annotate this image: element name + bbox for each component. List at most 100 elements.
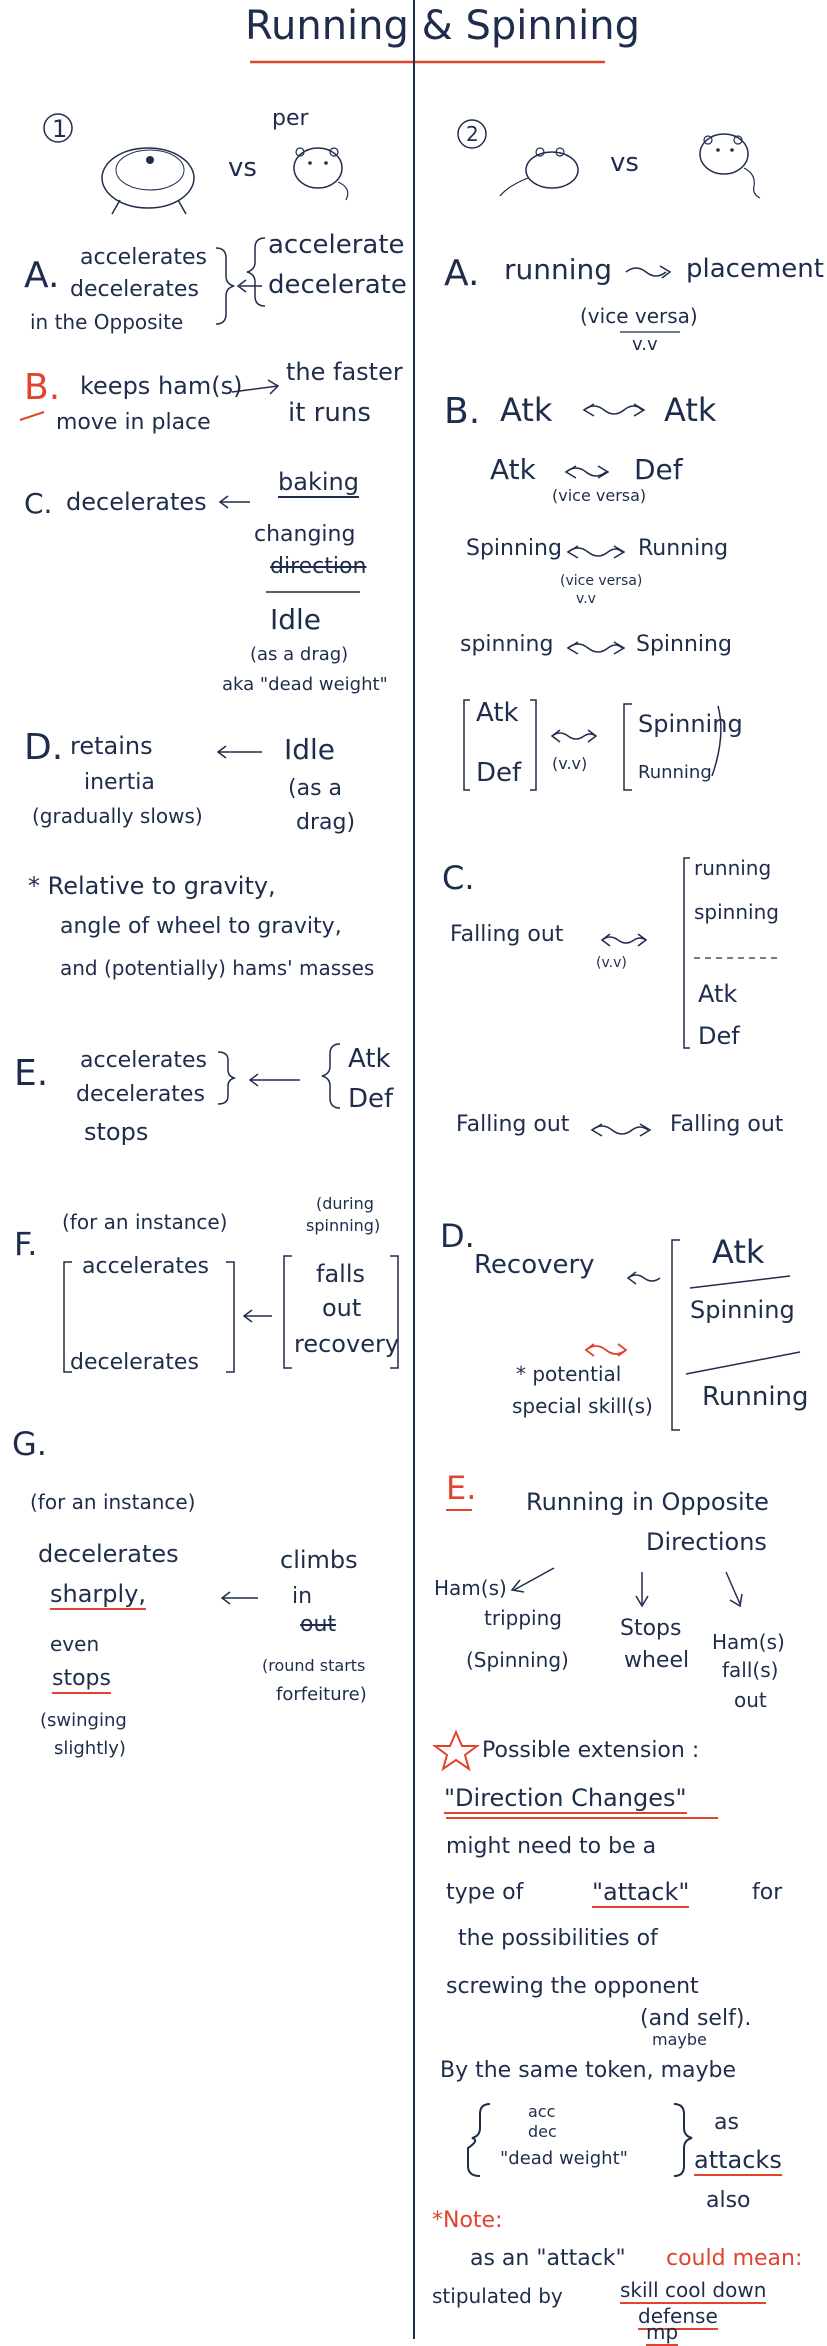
right-d-bracket xyxy=(584,1239,801,1431)
note-item-mp: mp xyxy=(646,2320,679,2346)
note-l1a: as an "attack" xyxy=(470,2246,626,2271)
right-d-letter: D. xyxy=(440,1217,475,1255)
left-f-r2: out xyxy=(322,1294,362,1322)
left-a-r2: decelerate xyxy=(268,270,407,300)
right-d-l1: Recovery xyxy=(474,1250,595,1280)
left-f-spinning: spinning) xyxy=(306,1216,381,1235)
right-section-number: 2 xyxy=(466,122,479,146)
ext-b3: "dead weight" xyxy=(500,2148,628,2169)
left-f-during: (during xyxy=(316,1194,374,1213)
right-b-r4b: Spinning xyxy=(636,632,732,657)
ext-star-and-braces xyxy=(432,1729,718,2177)
left-d-letter: D. xyxy=(24,727,64,768)
ext-l6: screwing the opponent xyxy=(446,1974,699,1999)
right-b-r5c: Spinning xyxy=(638,710,743,738)
left-g-l5: (swinging xyxy=(40,1710,127,1731)
right-b-vv3: v.v xyxy=(576,591,596,607)
note-item-cooldown: skill cool down xyxy=(620,2278,767,2304)
per-label: per xyxy=(272,106,309,131)
left-g-l6: slightly) xyxy=(54,1738,126,1759)
left-b-l1: keeps ham(s) xyxy=(80,372,243,400)
right-e-c3c: out xyxy=(734,1688,767,1712)
left-b-arrow xyxy=(19,379,280,421)
right-a-r1: placement xyxy=(686,254,824,284)
left-g-l4: stops xyxy=(52,1668,111,1694)
ext-maybe: maybe xyxy=(652,2030,707,2049)
left-f-letter: F. xyxy=(14,1225,38,1263)
right-b-r3b: Running xyxy=(638,536,729,561)
right-e-c1a: Ham(s) xyxy=(434,1576,507,1600)
left-f-l2: decelerates xyxy=(70,1350,199,1375)
right-b-vv4: (v.v) xyxy=(552,754,588,773)
left-d-r2: (as a xyxy=(288,776,343,801)
left-d-r3: drag) xyxy=(296,810,356,835)
left-note-l1: * Relative to gravity, xyxy=(28,872,276,900)
left-d-l1: retains xyxy=(70,732,153,760)
left-e-braces xyxy=(217,1043,341,1109)
ext-b1: acc xyxy=(528,2102,556,2121)
left-g-r3: out xyxy=(300,1612,337,1637)
ext-l5: the possibilities of xyxy=(458,1926,658,1951)
right-a-l1: running xyxy=(504,253,613,286)
ext-b2: dec xyxy=(528,2122,557,2141)
left-d-l3: (gradually slows) xyxy=(32,804,203,828)
right-b-r1b: Atk xyxy=(664,391,717,429)
left-c-item-drag: (as a drag) xyxy=(250,644,349,665)
left-c-l1: decelerates xyxy=(66,488,207,516)
right-c-vv: (v.v) xyxy=(596,955,627,971)
left-a-l2: decelerates xyxy=(70,277,199,302)
left-d-arrow xyxy=(216,745,262,759)
left-e-r1: Atk xyxy=(348,1044,391,1074)
right-c-b1: running xyxy=(694,856,772,880)
left-g-paren: (for an instance) xyxy=(30,1490,196,1514)
right-b-r5b: Def xyxy=(476,758,522,788)
left-a-braces xyxy=(215,237,266,325)
right-c-letter: C. xyxy=(442,859,475,897)
left-c-item-direction: direction xyxy=(270,554,367,579)
right-a-letter: A. xyxy=(444,253,480,294)
left-e-letter: E. xyxy=(14,1053,49,1094)
left-d-l2: inertia xyxy=(84,770,155,795)
left-g-r2: in xyxy=(292,1584,313,1609)
right-e-t1: Running in Opposite xyxy=(526,1488,769,1516)
right-d-l2: * potential xyxy=(516,1362,622,1386)
left-section-number: 1 xyxy=(52,115,68,143)
ext-l1: Possible extension : xyxy=(482,1738,700,1763)
ext-l4c: for xyxy=(752,1880,783,1905)
right-b-vv2: (vice versa) xyxy=(560,573,643,589)
left-b-r2: it runs xyxy=(288,398,371,428)
right-d-b3: Running xyxy=(702,1382,809,1412)
right-c-bracket xyxy=(600,857,780,1049)
note-l1b: could mean: xyxy=(666,2246,803,2271)
left-a-l1: accelerates xyxy=(80,245,208,270)
right-b-r1a: Atk xyxy=(500,391,553,429)
ext-l4b: "attack" xyxy=(592,1878,690,1908)
right-c-b2: spinning xyxy=(694,900,779,924)
right-b-arrows xyxy=(463,403,722,791)
left-f-r1: falls xyxy=(316,1260,365,1288)
right-e-c2b: wheel xyxy=(624,1648,690,1673)
right-d-b1: Atk xyxy=(712,1233,765,1271)
left-c-item-idle: Idle xyxy=(270,603,322,636)
ext-l8: By the same token, maybe xyxy=(440,2058,737,2083)
right-b-letter: B. xyxy=(444,391,481,432)
right-d-l3: special skill(s) xyxy=(512,1394,653,1418)
left-a-r1: accelerate xyxy=(268,230,405,260)
right-vs-label: vs xyxy=(610,148,639,178)
right-c-b3: Atk xyxy=(698,980,738,1008)
left-g-letter: G. xyxy=(12,1425,47,1463)
left-f-brackets xyxy=(63,1255,399,1373)
right-b-vv1: (vice versa) xyxy=(552,486,647,505)
left-number-circle xyxy=(43,113,349,215)
left-e-l2: decelerates xyxy=(76,1082,205,1107)
right-c-fall-arrow xyxy=(590,1123,652,1137)
right-a-vv1: (vice versa) xyxy=(580,304,698,328)
left-f-r3: recovery xyxy=(294,1330,400,1358)
left-f-paren: (for an instance) xyxy=(62,1210,228,1234)
right-c-l1: Falling out xyxy=(450,922,564,947)
left-g-r1: climbs xyxy=(280,1546,358,1574)
right-b-r3a: Spinning xyxy=(466,536,562,561)
right-c-f1: Falling out xyxy=(456,1112,570,1137)
ext-l3: might need to be a xyxy=(446,1834,657,1859)
